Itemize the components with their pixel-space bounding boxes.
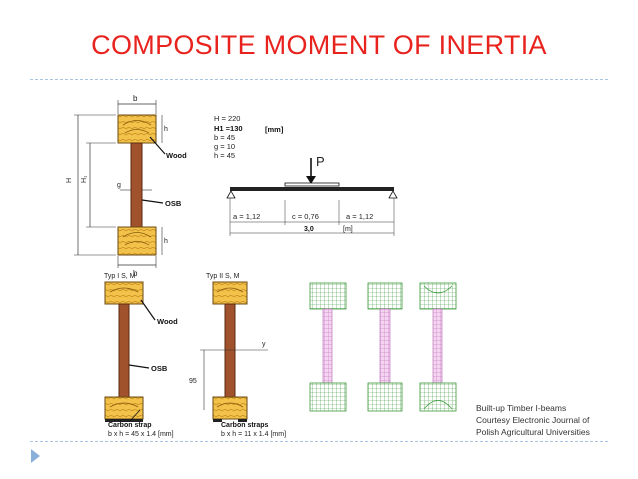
- fe-mesh-models: [309, 282, 457, 412]
- type2-strap-dims: b x h = 11 x 1.4 [mm]: [221, 431, 286, 438]
- bottom-flange: [117, 226, 157, 256]
- bottom-divider: [30, 441, 608, 442]
- top-divider: [30, 79, 608, 80]
- caption-line: Courtesy Electronic Journal of: [476, 415, 590, 425]
- type2-section: Typ II S, M y 95 Carbon straps b x h = 1…: [189, 273, 286, 438]
- caption-line: Built-up Timber I-beams: [476, 403, 567, 413]
- span-a-left: a = 1,12: [233, 212, 260, 221]
- load-label: P: [316, 154, 325, 169]
- span-a-right: a = 1,12: [346, 212, 373, 221]
- bullet-arrow-icon: [31, 449, 40, 463]
- type1-section: Typ I S, M Wood OSB Carbon strap b x h =…: [104, 273, 178, 438]
- parameter-list: H = 220 H1 =130 b = 45 g = 10 h = 45 [mm…: [214, 114, 284, 160]
- span-total: 3,0: [304, 226, 314, 233]
- type2-strap-label: Carbon straps: [221, 422, 269, 429]
- osb-web: [130, 142, 143, 228]
- param-line: b = 45: [214, 133, 235, 142]
- param-line: h = 45: [214, 151, 235, 160]
- param-line: g = 10: [214, 142, 235, 151]
- top-flange: [117, 114, 157, 144]
- fe-mesh-1: [309, 282, 347, 412]
- dim-H1: H₁: [81, 175, 88, 183]
- fe-mesh-2: [367, 282, 403, 412]
- cross-section-diagram: b b h h H H₁ g Wood OSB: [66, 94, 187, 278]
- dim-H: H: [66, 178, 73, 183]
- caption-line: Polish Agricultural Universities: [476, 427, 590, 437]
- type1-strap-label: Carbon strap: [108, 422, 152, 429]
- label-wood-top: Wood: [166, 151, 187, 160]
- fe-mesh-3: [419, 282, 457, 412]
- figure-caption: Built-up Timber I-beams Courtesy Electro…: [476, 402, 590, 438]
- type1-label: Typ I S, M: [104, 273, 136, 280]
- dim-b-top: b: [133, 94, 138, 103]
- type1-strap-dims: b x h = 45 x 1.4 [mm]: [108, 431, 174, 438]
- dim-h-top: h: [164, 126, 168, 133]
- beam-load-diagram: P a = 1,12 c = 0,76 a = 1,12 3,0 [m]: [226, 154, 398, 236]
- param-unit: [mm]: [265, 125, 284, 134]
- dim-h-bottom: h: [164, 238, 168, 245]
- type2-label: Typ II S, M: [206, 273, 240, 280]
- param-line: H1 =130: [214, 124, 243, 133]
- type2-dim-95: 95: [189, 378, 197, 385]
- dim-b-bottom: b: [133, 269, 138, 278]
- span-unit: [m]: [343, 226, 353, 233]
- label-osb-top: OSB: [165, 199, 182, 208]
- dim-g: g: [117, 182, 121, 189]
- type1-label-osb: OSB: [151, 364, 168, 373]
- type2-axis-y: y: [262, 341, 266, 348]
- span-c-mid: c = 0,76: [292, 212, 319, 221]
- slide-title: COMPOSITE MOMENT OF INERTIA: [91, 30, 547, 60]
- type1-label-wood: Wood: [157, 317, 178, 326]
- param-line: H = 220: [214, 114, 240, 123]
